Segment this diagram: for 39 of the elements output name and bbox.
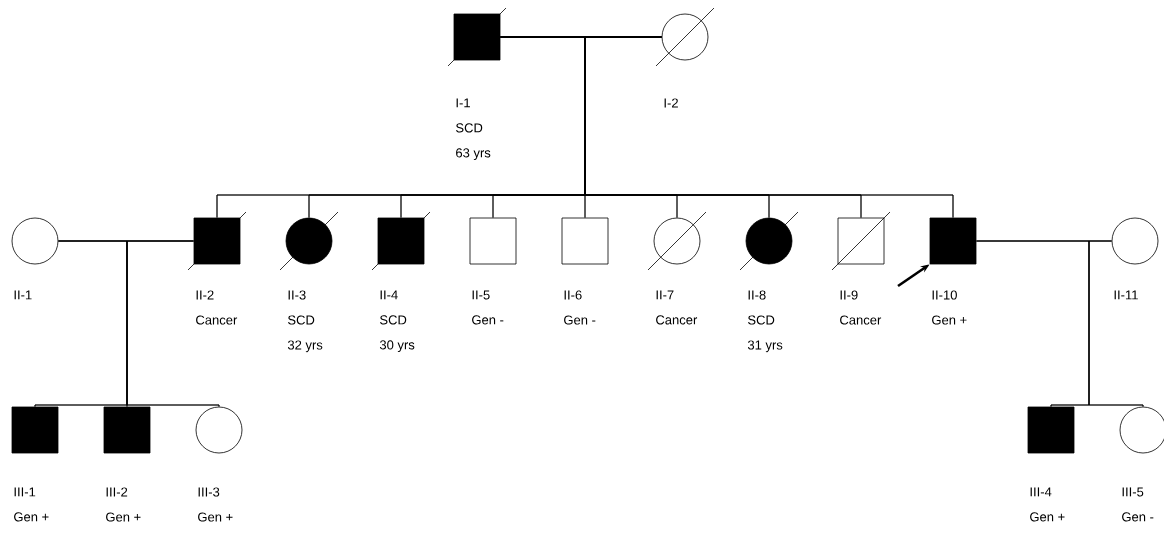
individual-label: III-2 Gen + [106, 487, 141, 522]
individual-symbol [561, 217, 609, 265]
individual-symbol [279, 211, 339, 271]
individual-symbol [929, 217, 977, 265]
individual-symbol [103, 406, 151, 454]
individual-label: II-8 SCD 31 yrs [747, 290, 783, 353]
descent-line [584, 36, 954, 218]
individual-label: II-7 Cancer [656, 290, 698, 325]
individual-symbol [447, 7, 507, 67]
individual-label: II-4 SCD 30 yrs [379, 290, 415, 353]
individual-symbol [371, 211, 431, 271]
individual-symbol [11, 406, 59, 454]
individual-label: II-1 [14, 290, 32, 300]
individual-label: II-5 Gen - [472, 290, 504, 325]
individual-label: III-4 Gen + [1030, 487, 1065, 522]
individual-symbol [11, 217, 59, 265]
individual-label: II-3 SCD 32 yrs [287, 290, 323, 353]
individual-label: II-10 Gen + [932, 290, 967, 325]
individual-label: II-11 [1114, 290, 1138, 300]
individual-symbol [655, 7, 715, 67]
individual-label: III-5 Gen - [1122, 487, 1154, 522]
individual-symbol [1119, 406, 1164, 454]
individual-symbol [739, 211, 799, 271]
individual-symbol [469, 217, 517, 265]
individual-label: I-2 [664, 98, 678, 108]
individual-symbol [1111, 217, 1159, 265]
individual-label: II-9 Cancer [840, 290, 882, 325]
individual-symbol [1027, 406, 1075, 454]
individual-symbol [647, 211, 707, 271]
descent-line [126, 240, 220, 407]
individual-symbol [831, 211, 891, 271]
individual-label: III-1 Gen + [14, 487, 49, 522]
individual-label: II-6 Gen - [564, 290, 596, 325]
descent-line [1088, 240, 1144, 407]
individual-symbol [195, 406, 243, 454]
individual-symbol [187, 211, 247, 271]
individual-label: III-3 Gen + [198, 487, 233, 522]
individual-label: II-2 Cancer [196, 290, 238, 325]
individual-label: I-1 SCD 63 yrs [456, 98, 491, 161]
